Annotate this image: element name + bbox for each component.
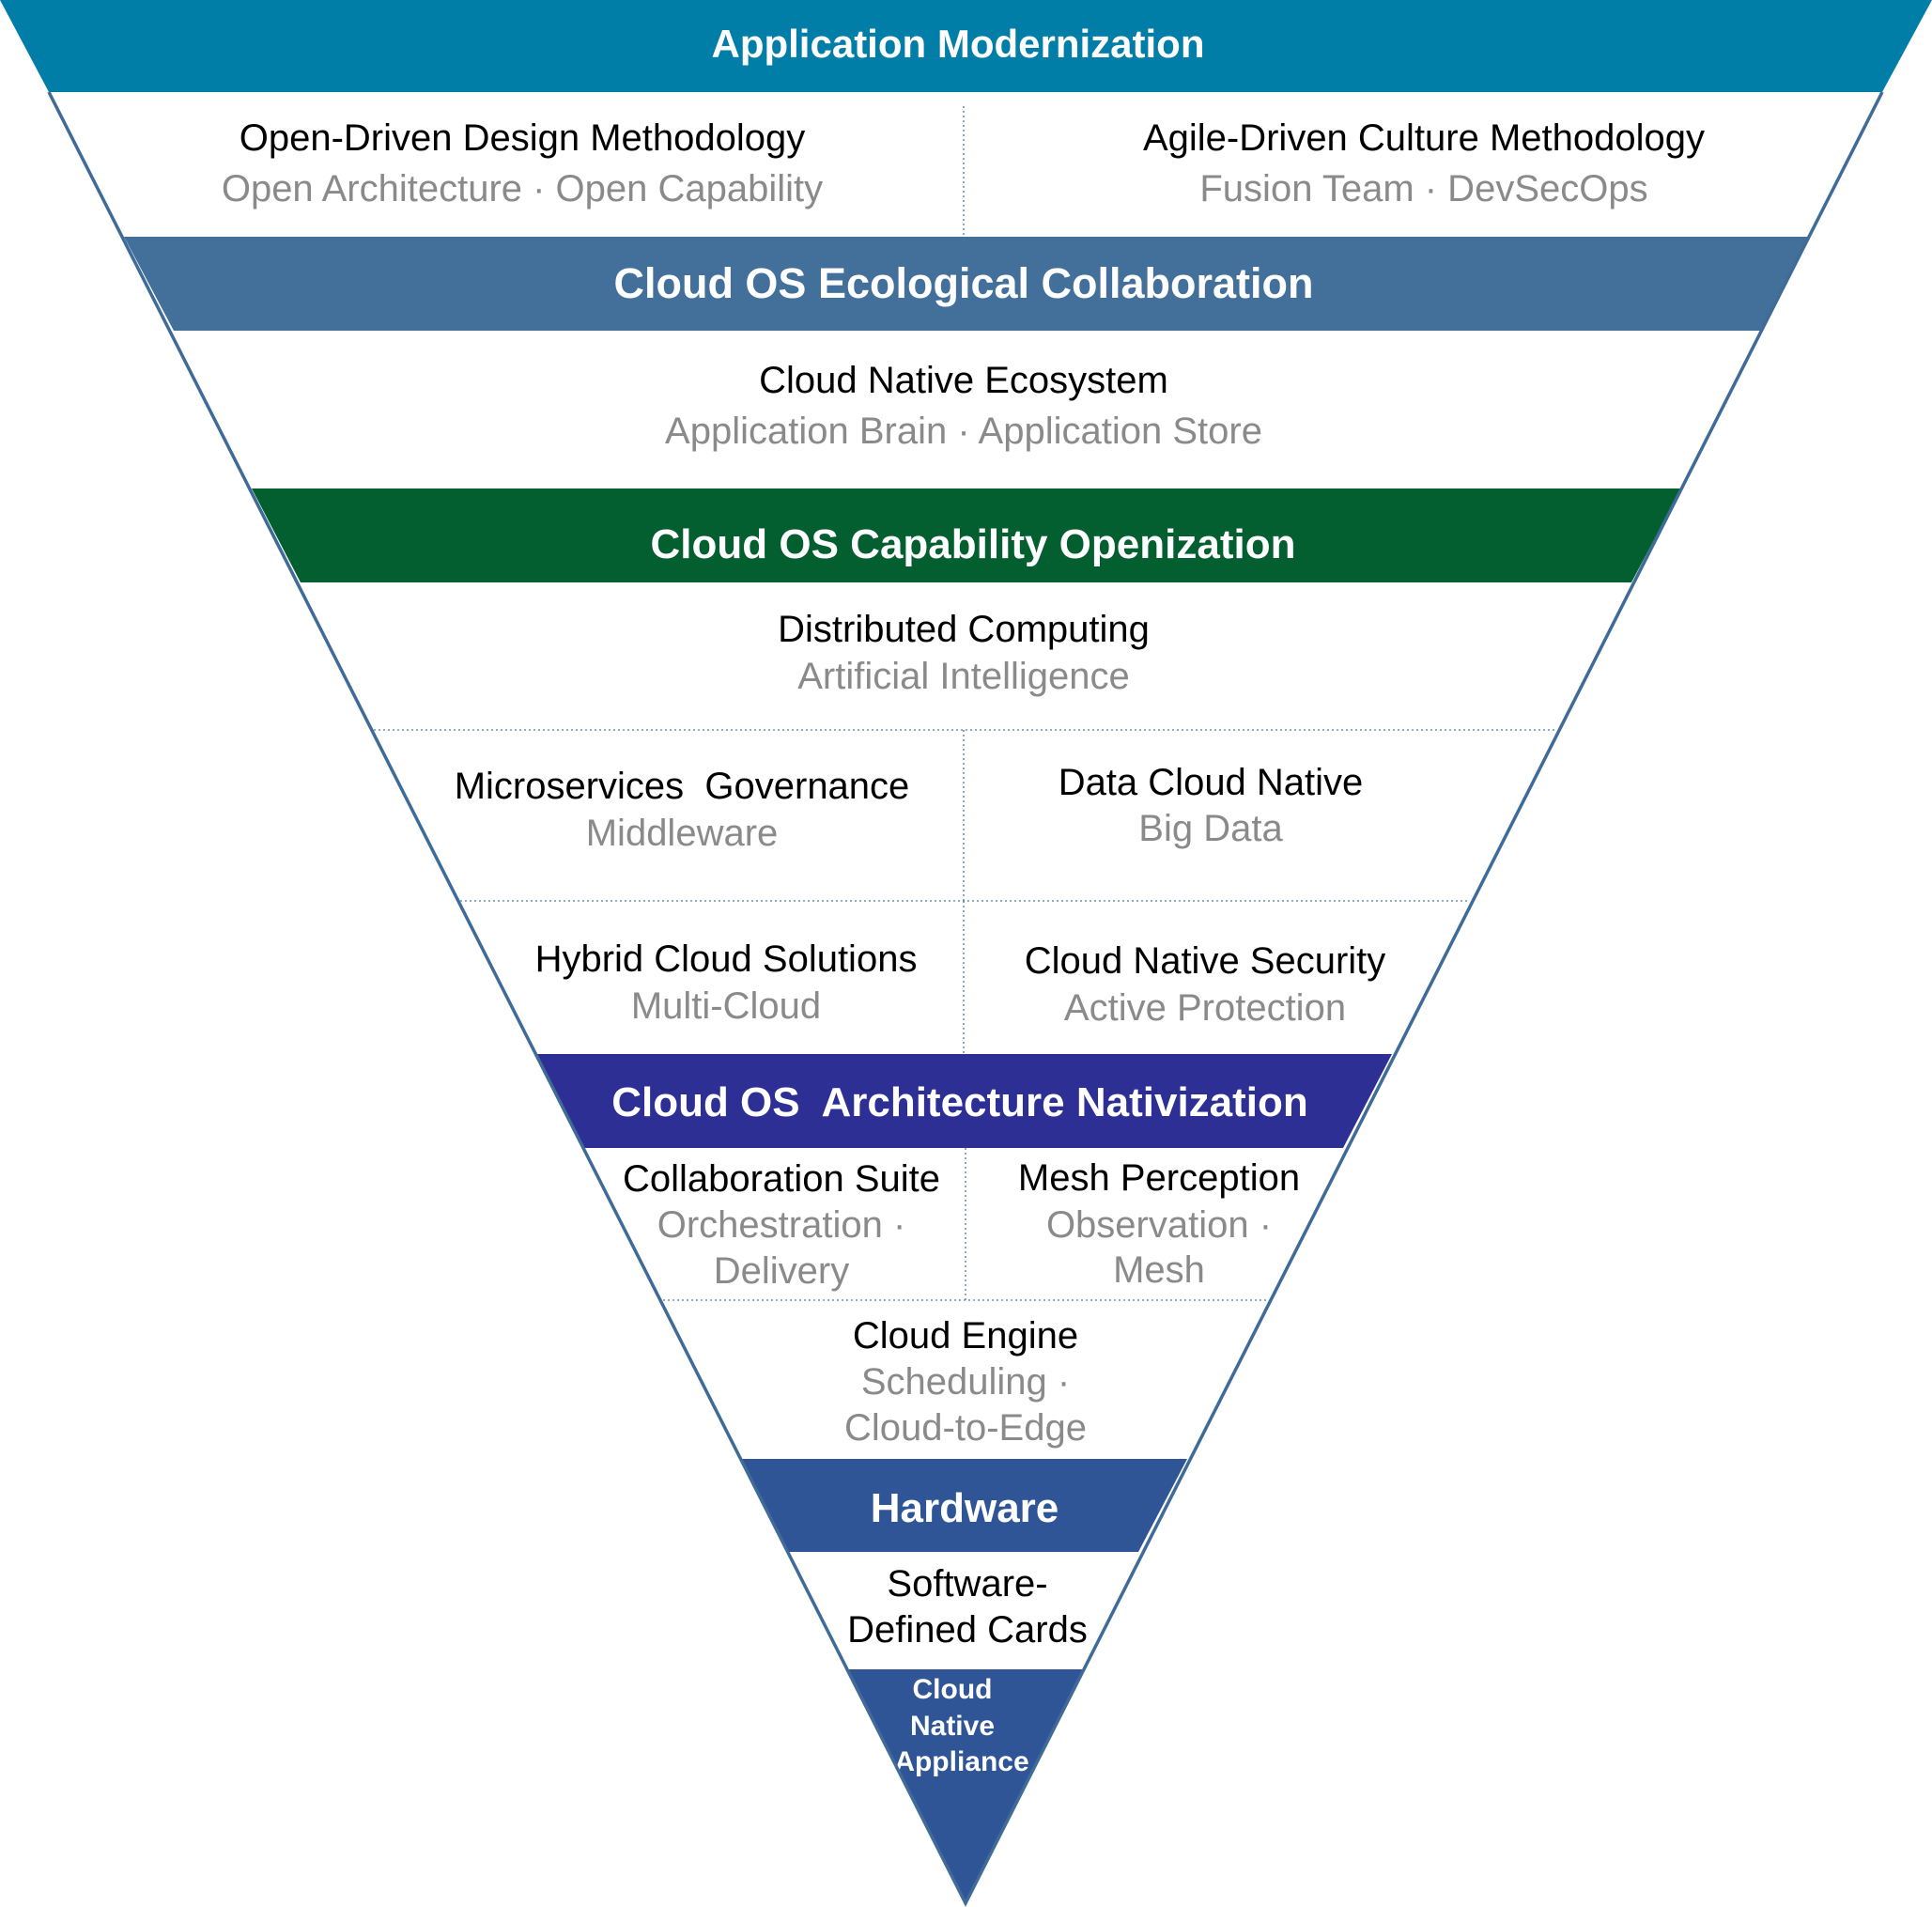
band-hardware [739,1459,1187,1552]
open-driven-title: Open-Driven Design Methodology [240,117,806,159]
agile-driven-title: Agile-Driven Culture Methodology [1143,117,1705,159]
pyramid-outline [47,91,1884,1907]
cloud-native-security-title: Cloud Native Security [1025,940,1386,982]
software-defined-cards-line-2: Defined Cards [847,1609,1088,1651]
band-application-modernization [0,0,1932,92]
cloud-engine-title: Cloud Engine [853,1315,1078,1357]
cloud-engine-sub-1: Scheduling · [861,1361,1070,1403]
software-defined-cards-line-1: Software- [887,1563,1047,1605]
appliance-label-line-2: Native [910,1711,995,1742]
mesh-perception-sub-2: Mesh [1113,1249,1205,1291]
band-ecological-collaboration [124,237,1808,331]
band-capability-openization [252,488,1681,582]
collaboration-suite-sub-1: Orchestration · [657,1204,906,1246]
distributed-computing-title: Distributed Computing [778,609,1150,650]
band-hardware-label: Hardware [871,1485,1059,1531]
hybrid-cloud-sub: Multi-Cloud [631,985,821,1027]
agile-driven-sub: Fusion Team · DevSecOps [1199,168,1647,209]
ecosystem-sub: Application Brain · Application Store [665,411,1262,452]
data-cloud-native-sub: Big Data [1138,808,1283,849]
band-architecture-nativization-label: Cloud OS Architecture Nativization [611,1079,1308,1125]
cloud-engine-sub-2: Cloud-to-Edge [844,1407,1087,1449]
appliance-label-line-3: Appliance [894,1746,1028,1777]
cloud-native-security-sub: Active Protection [1064,987,1346,1029]
open-driven-sub: Open Architecture · Open Capability [222,168,823,209]
microservices-sub: Middleware [586,813,779,854]
microservices-title: Microservices Governance [455,766,910,807]
mesh-perception-sub-1: Observation · [1046,1204,1272,1246]
distributed-computing-sub: Artificial Intelligence [797,656,1130,697]
collaboration-suite-sub-2: Delivery [714,1250,849,1292]
hybrid-cloud-title: Hybrid Cloud Solutions [535,938,918,980]
appliance-label-line-1: Cloud [913,1674,993,1705]
band-architecture-nativization [535,1054,1392,1148]
data-cloud-native-title: Data Cloud Native [1059,762,1364,803]
ecosystem-title: Cloud Native Ecosystem [759,360,1168,401]
band-application-modernization-label: Application Modernization [712,22,1205,66]
band-ecological-collaboration-label: Cloud OS Ecological Collaboration [613,259,1313,307]
mesh-perception-title: Mesh Perception [1018,1157,1300,1199]
band-capability-openization-label: Cloud OS Capability Openization [651,521,1296,567]
collaboration-suite-title: Collaboration Suite [623,1158,940,1200]
band-cloud-native-appliance [845,1669,1083,1903]
